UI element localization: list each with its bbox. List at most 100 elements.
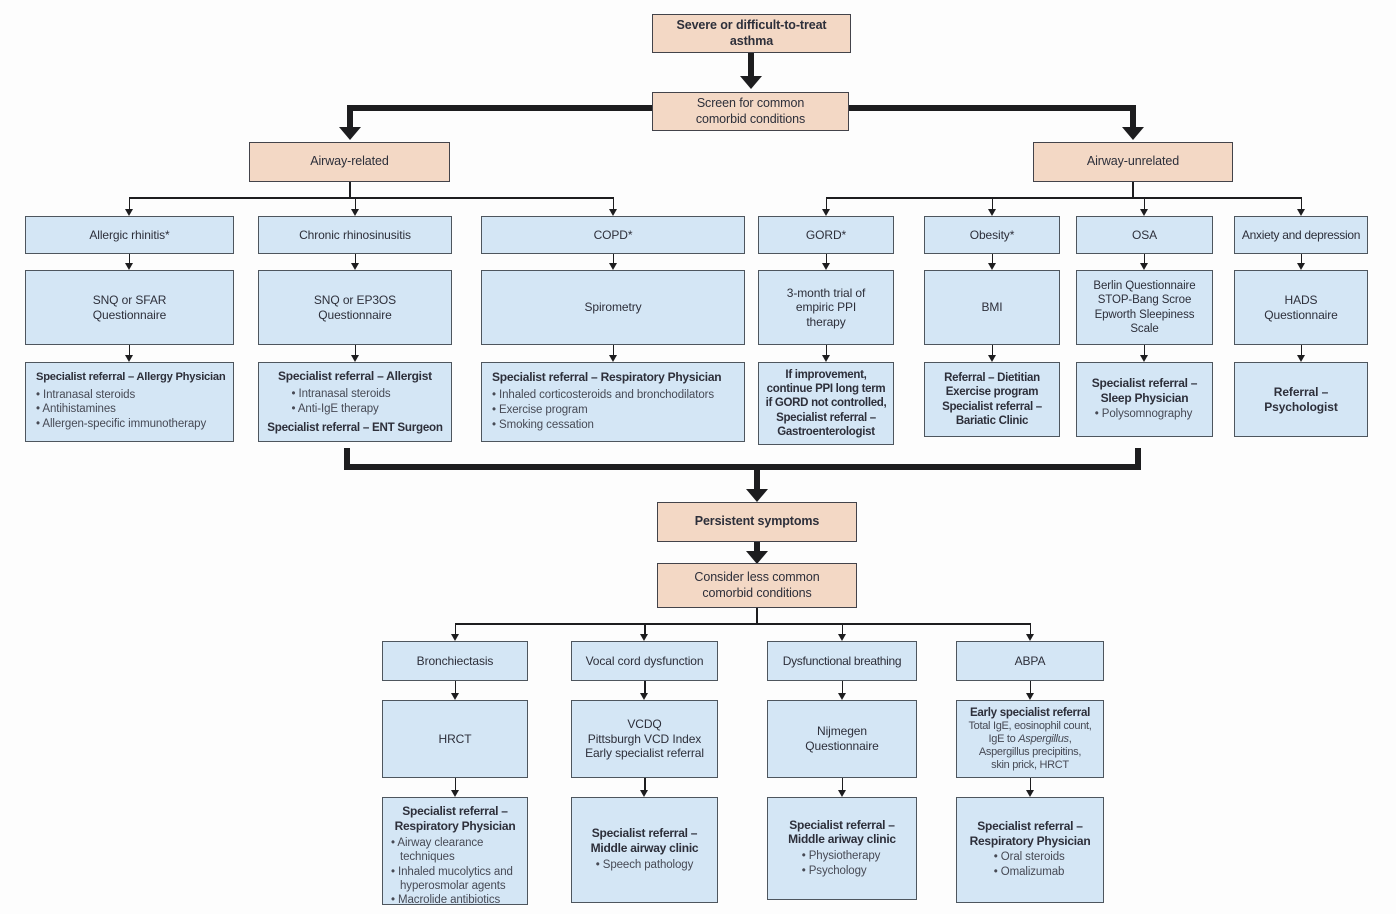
connector-line bbox=[644, 681, 646, 693]
arrow-down-icon bbox=[339, 127, 361, 140]
test-detail-line: skin prick, HRCT bbox=[991, 759, 1069, 772]
node-screen-comorbid: Screen for common comorbid conditions bbox=[652, 92, 849, 131]
bullet-item: Physiotherapy bbox=[802, 850, 883, 864]
arrow-down-icon bbox=[821, 209, 830, 216]
condition-gord: GORD* bbox=[758, 216, 894, 254]
referral-bullets: Intranasal steroidsAnti-IgE therapy bbox=[291, 387, 391, 418]
referral-bullets: Polysomnography bbox=[1095, 407, 1195, 423]
referral-respiratory-physician-copd: Specialist referral – Respiratory Physic… bbox=[481, 362, 745, 442]
test-label: HRCT bbox=[438, 731, 472, 746]
test-detail-line: Aspergillus precipitins, bbox=[978, 746, 1082, 759]
arrow-down-icon bbox=[987, 263, 996, 270]
arrow-down-icon bbox=[608, 209, 617, 216]
test-label: SNQ or SFAR Questionnaire bbox=[92, 292, 167, 322]
arrow-down-icon bbox=[1296, 355, 1305, 362]
arrow-down-icon bbox=[640, 790, 648, 797]
test-label: Nijmegen Questionnaire bbox=[805, 724, 879, 753]
bullet-item: Intranasal steroids bbox=[36, 389, 206, 403]
referral-bullets: Speech pathology bbox=[596, 858, 694, 874]
test-label: HADS Questionnaire bbox=[1264, 292, 1338, 322]
test-detail-line: Total IgE, eosinophil count, bbox=[968, 719, 1092, 732]
node-consider-less-common: Consider less common comorbid conditions bbox=[657, 563, 857, 608]
connector-line bbox=[612, 197, 614, 209]
referral-title: Specialist referral – Respiratory Physic… bbox=[492, 370, 722, 385]
bullet-item: Anti-IgE therapy bbox=[291, 403, 390, 417]
condition-dysfunctional-breathing: Dysfunctional breathing bbox=[767, 641, 917, 681]
connector-line bbox=[1300, 345, 1302, 355]
connector-line bbox=[841, 623, 843, 634]
branch-airway-unrelated-label: Airway-unrelated bbox=[1086, 154, 1180, 169]
condition-label: ABPA bbox=[1014, 653, 1046, 668]
node-screen-comorbid-label: Screen for common comorbid conditions bbox=[695, 96, 806, 126]
connector-line bbox=[644, 623, 646, 634]
arrow-down-icon bbox=[1122, 127, 1144, 140]
node-severe-asthma: Severe or difficult-to-treat asthma bbox=[652, 14, 851, 53]
test-label: BMI bbox=[981, 300, 1003, 315]
test-snq-ep3os: SNQ or EP3OS Questionnaire bbox=[258, 270, 452, 345]
test-detail: Total IgE, eosinophil count, IgE to Aspe… bbox=[968, 720, 1091, 773]
condition-bronchiectasis: Bronchiectasis bbox=[382, 641, 528, 681]
branch-airway-related-label: Airway-related bbox=[310, 154, 389, 169]
connector-line bbox=[454, 778, 456, 790]
referral-dietitian-bariatic: Referral – Dietitian Exercise program Sp… bbox=[924, 362, 1060, 437]
referral-title: Specialist referral – Respiratory Physic… bbox=[394, 804, 516, 833]
arrow-down-icon bbox=[608, 263, 617, 270]
branch-airway-unrelated: Airway-unrelated bbox=[1033, 142, 1233, 182]
test-nijmegen: Nijmegen Questionnaire bbox=[767, 700, 917, 778]
condition-label: Vocal cord dysfunction bbox=[585, 653, 704, 668]
arrow-down-icon bbox=[987, 209, 996, 216]
test-ppi-trial: 3-month trial of empiric PPI therapy bbox=[758, 270, 894, 345]
condition-label: Anxiety and depression bbox=[1241, 227, 1361, 242]
connector-line bbox=[1135, 448, 1141, 464]
arrow-down-icon bbox=[450, 790, 459, 797]
condition-anxiety-depression: Anxiety and depression bbox=[1234, 216, 1368, 254]
referral-title: Specialist referral – Allergy Physician bbox=[36, 370, 226, 383]
bullet-item: Airway clearance techniques bbox=[391, 837, 523, 865]
arrow-down-icon bbox=[124, 209, 133, 216]
connector-line bbox=[612, 345, 614, 355]
condition-label: OSA bbox=[1131, 227, 1158, 242]
arrow-down-icon bbox=[1296, 209, 1305, 216]
node-severe-asthma-label: Severe or difficult-to-treat asthma bbox=[676, 18, 827, 48]
connector-line bbox=[344, 464, 1141, 470]
arrow-down-icon bbox=[450, 634, 459, 641]
bullet-item: Polysomnography bbox=[1095, 408, 1195, 422]
connector-line bbox=[455, 623, 1030, 625]
node-consider-less-common-label: Consider less common comorbid conditions bbox=[694, 570, 820, 600]
arrow-down-icon bbox=[821, 263, 830, 270]
referral-bullets: Airway clearance techniquesInhaled mucol… bbox=[391, 836, 523, 909]
test-label: VCDQ Pittsburgh VCD Index Early speciali… bbox=[585, 717, 704, 761]
connector-line bbox=[1130, 105, 1136, 127]
connector-line bbox=[354, 197, 356, 209]
connector-line bbox=[350, 105, 652, 111]
test-label: 3-month trial of empiric PPI therapy bbox=[786, 285, 866, 329]
test-detail-part: IgE to bbox=[988, 732, 1019, 745]
connector-line bbox=[454, 623, 456, 634]
condition-label: Obesity* bbox=[969, 227, 1015, 242]
arrow-down-icon bbox=[450, 693, 459, 700]
referral-middle-airway-clinic-vcd: Specialist referral – Middle airway clin… bbox=[571, 797, 718, 903]
condition-label: Allergic rhinitis* bbox=[89, 227, 170, 242]
connector-line bbox=[991, 197, 993, 209]
referral-gastroenterologist: If improvement, continue PPI long term i… bbox=[758, 362, 894, 445]
condition-label: Dysfunctional breathing bbox=[782, 653, 902, 668]
referral-respiratory-physician-abpa: Specialist referral – Respiratory Physic… bbox=[956, 797, 1104, 903]
arrow-down-icon bbox=[837, 693, 846, 700]
condition-osa: OSA bbox=[1076, 216, 1213, 254]
referral-footer: Specialist referral – ENT Surgeon bbox=[267, 420, 443, 434]
condition-obesity: Obesity* bbox=[924, 216, 1060, 254]
referral-bullets: Oral steroidsOmalizumab bbox=[994, 850, 1067, 881]
test-bmi: BMI bbox=[924, 270, 1060, 345]
connector-line bbox=[354, 345, 356, 355]
arrow-down-icon bbox=[1025, 693, 1034, 700]
bullet-item: Psychology bbox=[802, 865, 883, 879]
arrow-down-icon bbox=[1025, 790, 1034, 797]
arrow-down-icon bbox=[350, 263, 359, 270]
condition-abpa: ABPA bbox=[956, 641, 1104, 681]
connector-line bbox=[1143, 254, 1145, 263]
connector-line bbox=[1132, 182, 1134, 198]
arrow-down-icon bbox=[640, 693, 648, 700]
connector-line bbox=[128, 197, 130, 209]
test-label: SNQ or EP3OS Questionnaire bbox=[313, 292, 397, 322]
